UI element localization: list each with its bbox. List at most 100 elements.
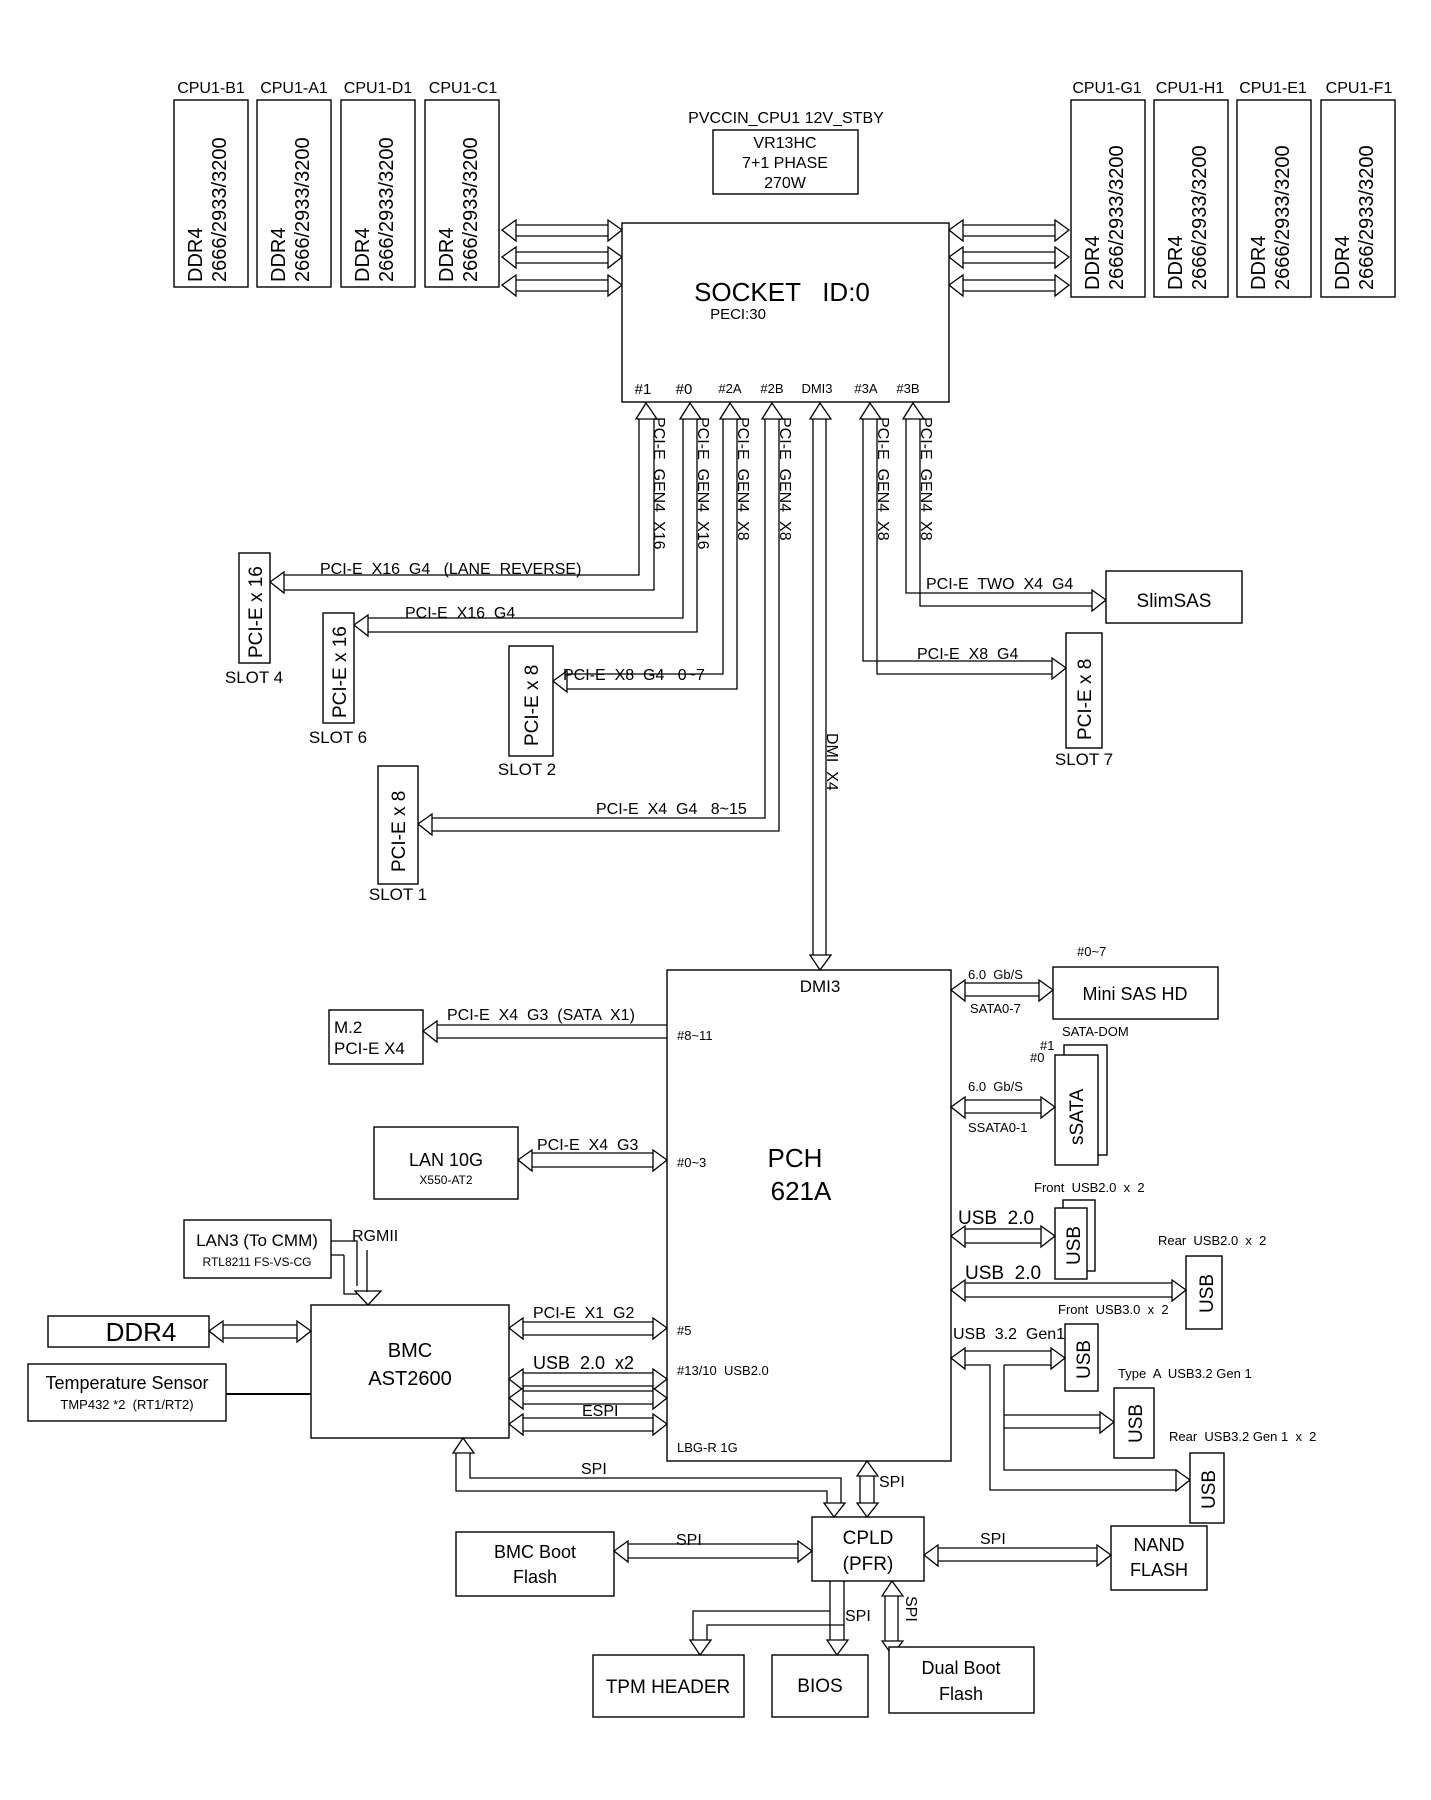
bmc-link-label: PCI-E X1 G2	[533, 1305, 634, 1322]
usb-link-label: USB 3.2 Gen1	[953, 1326, 1065, 1343]
usb-box-label: USB	[1199, 1470, 1220, 1509]
slot-name: SLOT 2	[498, 760, 556, 779]
dimm-left-group: CPU1-B1 CPU1-A1 CPU1-D1 CPU1-C1 DDR4 266…	[173, 80, 500, 288]
usb-box-label: USB	[1074, 1340, 1095, 1379]
bmc-boot-box	[455, 1531, 615, 1597]
dual-boot-box	[888, 1646, 1035, 1714]
lane-labels: PCI-E GEN4 X16 PCI-E GEN4 X16 PCI-E GEN4…	[650, 417, 934, 791]
nand-title: FLASH	[1130, 1560, 1188, 1580]
pch-box	[666, 969, 952, 1462]
vr-label: PVCCIN_CPU1 12V_STBY	[688, 110, 884, 127]
slimsas-link-label: PCI-E TWO X4 G4	[926, 576, 1073, 593]
lane-label: PCI-E GEN4 X8	[874, 417, 891, 541]
dimm-speed: 2666/2933/3200	[292, 137, 314, 282]
dimm-box	[1070, 99, 1146, 298]
bmc-ddr4-label: DDR4	[106, 1317, 177, 1347]
cpld-spi: SPI	[902, 1596, 919, 1622]
sas-sata: SATA0-7	[970, 1001, 1021, 1016]
slimsas-label: SlimSAS	[1137, 591, 1212, 612]
usb-box	[1185, 1255, 1223, 1330]
tpm-label: TPM HEADER	[606, 1677, 731, 1698]
dimm-type: DDR4	[436, 228, 458, 282]
sas-box	[1052, 966, 1219, 1020]
lane-label: PCI-E GEN4 X16	[650, 417, 667, 550]
slot-box	[238, 552, 271, 664]
pch-port: LBG-R 1G	[677, 1440, 738, 1455]
socket-port: #2B	[760, 381, 783, 396]
ssata: #1 #0 SATA-DOM sSATA 6.0 Gb/S SSATA0-1	[949, 1024, 1129, 1166]
slimsas: SlimSAS PCI-E TWO X4 G4	[926, 570, 1243, 624]
cpu-pcie-lanes	[268, 401, 1108, 972]
nand-title: NAND	[1133, 1535, 1184, 1555]
slot-box-label: PCI-E x 8	[522, 665, 543, 746]
slot-4: PCI-E x 16 SLOT 4 PCI-E X16 G4 (LANE REV…	[225, 552, 581, 687]
usb-link-label: USB 2.0	[958, 1208, 1034, 1229]
slot-box-label: PCI-E x 16	[246, 566, 267, 658]
vr-line3: 270W	[764, 175, 807, 192]
slot-box	[377, 765, 419, 885]
bmc-ddr4-box	[47, 1315, 210, 1348]
usb-label: Rear USB3.2 Gen 1 x 2	[1169, 1429, 1316, 1444]
dimm-slot-label: CPU1-H1	[1156, 80, 1225, 97]
dimm-type: DDR4	[268, 228, 290, 282]
dimm-right-group: CPU1-G1 CPU1-H1 CPU1-E1 CPU1-F1 DDR4 266…	[1070, 80, 1396, 298]
lan3-box	[183, 1219, 332, 1279]
mini-sas: #0~7 Mini SAS HD 6.0 Gb/S SATA0-7	[949, 944, 1219, 1020]
cpu-socket: SOCKET ID:0 PECI:30 #1 #0 #2A #2B DMI3 #…	[621, 222, 950, 403]
socket-title: SOCKET ID:0	[694, 277, 870, 307]
cpld-title: (PFR)	[843, 1554, 894, 1575]
dimm-speed: 2666/2933/3200	[460, 137, 482, 282]
usb-box-label: USB	[1126, 1404, 1147, 1443]
lan3-link-label: RGMII	[352, 1228, 398, 1245]
usb-label: Type A USB3.2 Gen 1	[1118, 1366, 1252, 1381]
lan10g-sub: X550-AT2	[419, 1173, 472, 1187]
m2-line2: PCI-E X4	[334, 1039, 405, 1058]
lan3-sub: RTL8211 FS-VS-CG	[203, 1255, 312, 1269]
dimm-type: DDR4	[1248, 236, 1270, 290]
slot-name: SLOT 6	[309, 728, 367, 747]
dimm-slot-label: CPU1-C1	[429, 80, 498, 97]
cpld-spi: SPI	[980, 1531, 1006, 1548]
vr-block: PVCCIN_CPU1 12V_STBY VR13HC 7+1 PHASE 27…	[688, 110, 884, 195]
slot-link-label: PCI-E X8 G4 0~7	[563, 667, 705, 684]
sas-port: #0~7	[1077, 944, 1106, 959]
usb-box	[1189, 1452, 1225, 1524]
cpld-box	[811, 1516, 925, 1582]
usb-label: Front USB2.0 x 2	[1034, 1180, 1145, 1195]
slot-box-label: PCI-E x 8	[1075, 659, 1096, 740]
bmc-link-label: USB 2.0 x2	[533, 1353, 634, 1373]
bios-label: BIOS	[797, 1676, 842, 1697]
ssata-port: #0	[1030, 1050, 1044, 1065]
slot-name: SLOT 4	[225, 668, 283, 687]
lan3-title: LAN3 (To CMM)	[196, 1231, 318, 1250]
slot-box-label: PCI-E x 16	[330, 626, 351, 718]
lane-label: PCI-E GEN4 X16	[694, 417, 711, 550]
dimm-speed: 2666/2933/3200	[1272, 145, 1294, 290]
m2: M.2 PCI-E X4 PCI-E X4 G3 (SATA X1)	[328, 1007, 667, 1065]
dimm-slot-label: CPU1-D1	[344, 80, 413, 97]
cpld: CPLD (PFR) SPI SPI BMC Boot Flash SPI NA…	[451, 1436, 1208, 1657]
slot-link-label: PCI-E X4 G4 8~15	[596, 801, 747, 818]
pch-port: #13/10 USB2.0	[677, 1363, 769, 1378]
m2-box	[328, 1009, 424, 1065]
slot-link-label: PCI-E X16 G4	[405, 605, 515, 622]
dimm-type: DDR4	[185, 228, 207, 282]
lan10g: LAN 10G X550-AT2 PCI-E X4 G3	[373, 1126, 669, 1200]
socket-port: #3A	[854, 381, 877, 396]
dual-boot-label: Flash	[939, 1684, 983, 1704]
bmc-link-label: ESPI	[582, 1403, 618, 1420]
usb-box	[1054, 1207, 1088, 1280]
bmc-spi: SPI	[581, 1461, 607, 1478]
slot-1: PCI-E x 8 SLOT 1 PCI-E X4 G4 8~15	[369, 765, 747, 904]
ssata-speed: 6.0 Gb/S	[968, 1079, 1023, 1094]
lane-label: PCI-E GEN4 X8	[776, 417, 793, 541]
ssata-box	[1054, 1054, 1099, 1166]
dimm-box	[424, 99, 500, 288]
dimm-type: DDR4	[1332, 236, 1354, 290]
bmc-title: AST2600	[368, 1368, 451, 1390]
dimm-slot-label: CPU1-B1	[177, 80, 245, 97]
dimm-slot-label: CPU1-F1	[1326, 80, 1393, 97]
bios-box	[771, 1654, 869, 1718]
dimm-speed: 2666/2933/3200	[1189, 145, 1211, 290]
ssata-name: SSATA0-1	[968, 1120, 1027, 1135]
